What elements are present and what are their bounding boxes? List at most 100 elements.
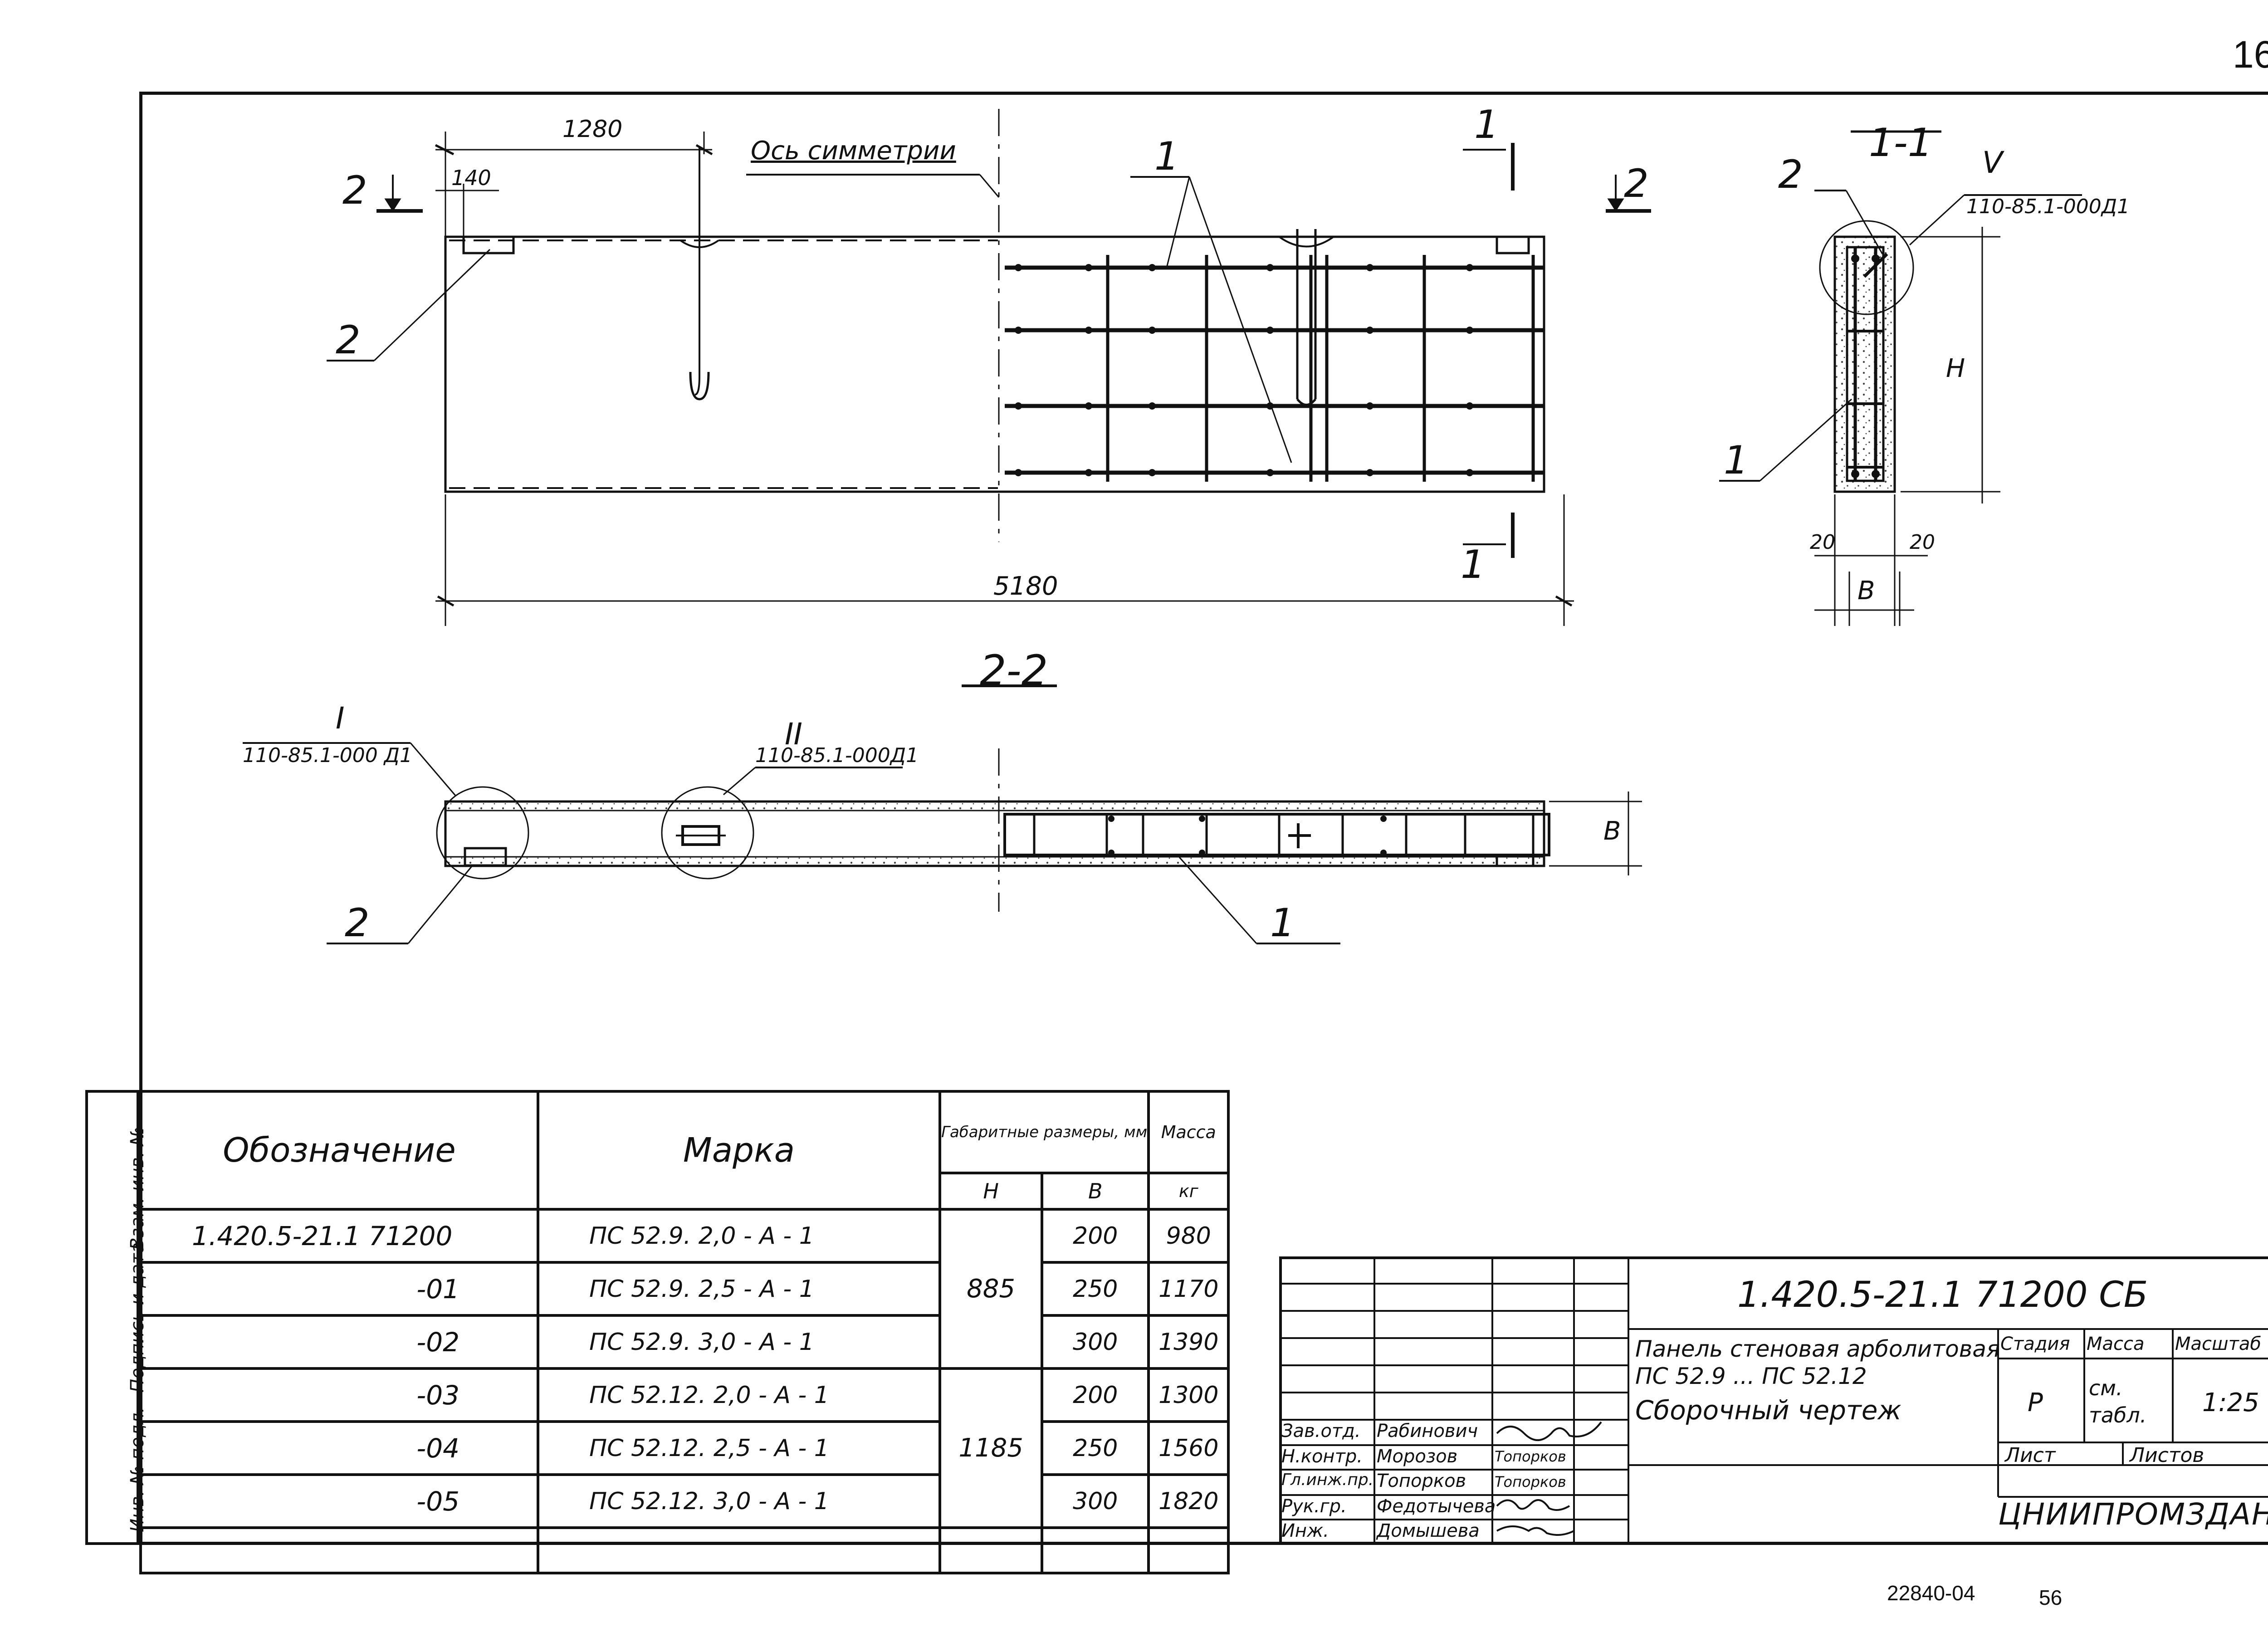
signature: Топорков	[1495, 1448, 1566, 1465]
section-2-mark-left: 2	[342, 168, 367, 213]
section-1-1-pos-2: 2	[1778, 152, 1803, 197]
table-row-empty	[139, 1526, 1230, 1574]
node-V-label: V	[1982, 145, 2003, 180]
section-1-mark-bottom: 1	[1461, 542, 1486, 587]
row-mass: 1390	[1147, 1314, 1230, 1370]
dim-B-label: В	[1857, 576, 1875, 606]
header-mass: Масса	[1147, 1090, 1230, 1174]
footer-code: 22840-04	[1887, 1581, 1975, 1605]
position-1-label: 1	[1154, 134, 1179, 179]
row-mark: ПС 52.12. 3,0 - А - 1	[537, 1473, 941, 1529]
dim-H-label: Н	[1946, 354, 1965, 383]
row-designation: -05	[139, 1473, 539, 1529]
signature: Топорков	[1495, 1473, 1566, 1491]
signature-fedotycheva	[1496, 1499, 1570, 1511]
scale-value: 1:25	[2202, 1388, 2259, 1417]
row-mark: ПС 52.9. 3,0 - А - 1	[537, 1314, 941, 1370]
person-name: Федотычева	[1377, 1496, 1496, 1517]
role: Рук.гр.	[1281, 1496, 1347, 1517]
signature-domysheva	[1496, 1525, 1574, 1536]
row-B: 250	[1041, 1420, 1150, 1476]
sheet-label: Лист	[2005, 1444, 2056, 1467]
row-H-1185: 1185	[938, 1367, 1044, 1529]
sheets-label: Листов	[2130, 1444, 2204, 1467]
dim-20-right: 20	[1910, 531, 1935, 554]
row-mark: ПС 52.12. 2,5 - А - 1	[537, 1420, 941, 1476]
panel-outline	[444, 235, 1545, 493]
table-row: -01 ПС 52.9. 2,5 - А - 1 250 1170	[139, 1261, 1230, 1317]
node-I-label: I	[336, 701, 345, 736]
node-V-ref: 110-85.1-000Д1	[1966, 195, 2130, 218]
row-mark: ПС 52.9. 2,0 - А - 1	[537, 1208, 941, 1264]
row-mass: 1560	[1147, 1420, 1230, 1476]
title-line-1: Панель стеновая арболитовая	[1635, 1336, 2000, 1362]
title-line-2: ПС 52.9 ... ПС 52.12	[1635, 1363, 1867, 1389]
person-name: Морозов	[1377, 1446, 1458, 1467]
person-name: Топорков	[1377, 1471, 1466, 1491]
signature-rabinovich	[1496, 1421, 1602, 1441]
mass-value: см. табл.	[2089, 1376, 2147, 1427]
row-B: 300	[1041, 1314, 1150, 1370]
organization: ЦНИИПРОМЗДАНИЙ	[1998, 1497, 2268, 1532]
row-B: 250	[1041, 1261, 1150, 1317]
dim-5180-label: 5180	[993, 572, 1058, 601]
section-1-1-pos-1: 1	[1724, 438, 1749, 483]
header-mark: Марка	[537, 1090, 941, 1211]
row-mark: ПС 52.12. 2,0 - А - 1	[537, 1367, 941, 1423]
section-2-2-title: 2-2	[980, 646, 1048, 695]
title-block	[1279, 1256, 2268, 1545]
row-mark: ПС 52.9. 2,5 - А - 1	[537, 1261, 941, 1317]
header-B: В	[1041, 1172, 1150, 1211]
mass-label: Масса	[2087, 1334, 2145, 1354]
section-2-2-pos-1: 1	[1270, 900, 1295, 946]
role: Н.контр.	[1281, 1446, 1363, 1467]
table-row: -02 ПС 52.9. 3,0 - А - 1 300 1390	[139, 1314, 1230, 1370]
specification-table: Обозначение Марка Габаритные размеры, мм…	[139, 1090, 1230, 1574]
row-B: 300	[1041, 1473, 1150, 1529]
row-designation: 1.420.5-21.1 71200	[139, 1208, 539, 1264]
node-I-ref: 110-85.1-000 Д1	[243, 744, 413, 767]
header-mass-unit: кг	[1147, 1172, 1230, 1211]
row-B: 200	[1041, 1367, 1150, 1423]
section-1-1-title: 1-1	[1869, 120, 1933, 166]
title-line-3: Сборочный чертеж	[1635, 1395, 1901, 1426]
page-number: 160	[2233, 33, 2268, 76]
side-stamp	[85, 1090, 139, 1545]
dim-1280-label: 1280	[562, 116, 623, 143]
dim-20-left: 20	[1810, 531, 1835, 554]
section-2-2-dim-B: В	[1603, 816, 1621, 846]
row-H-885: 885	[938, 1208, 1044, 1370]
position-2-label: 2	[336, 318, 361, 363]
stage-value: Р	[2028, 1388, 2043, 1417]
scale-label: Масштаб	[2175, 1334, 2262, 1354]
row-designation: -04	[139, 1420, 539, 1476]
row-mass: 1170	[1147, 1261, 1230, 1317]
node-II-label: II	[785, 717, 802, 752]
table-row: -03 ПС 52.12. 2,0 - А - 1 1185 200 1300	[139, 1367, 1230, 1529]
row-designation: -01	[139, 1261, 539, 1317]
role: Зав.отд.	[1281, 1421, 1361, 1442]
header-H: Н	[938, 1172, 1044, 1211]
person-name: Рабинович	[1377, 1421, 1478, 1442]
section-1-mark-top: 1	[1474, 102, 1499, 147]
row-designation: -02	[139, 1314, 539, 1370]
role: Инж.	[1281, 1520, 1329, 1541]
node-II-ref: 110-85.1-000Д1	[755, 744, 919, 767]
dim-140-label: 140	[451, 166, 491, 190]
row-B: 200	[1041, 1208, 1150, 1264]
table-row: 1.420.5-21.1 71200 ПС 52.9. 2,0 - А - 1 …	[139, 1208, 1230, 1370]
row-designation: -03	[139, 1367, 539, 1423]
header-overall-dims: Габаритные размеры, мм	[938, 1090, 1150, 1174]
person-name: Домышева	[1377, 1520, 1480, 1541]
table-row: -05 ПС 52.12. 3,0 - А - 1 300 1820	[139, 1473, 1230, 1529]
row-mass: 1820	[1147, 1473, 1230, 1529]
footer-page: 56	[2039, 1586, 2063, 1609]
stage-label: Стадия	[2000, 1334, 2070, 1354]
document-code: 1.420.5-21.1 71200 СБ	[1737, 1275, 2148, 1315]
row-mass: 1300	[1147, 1367, 1230, 1423]
table-row: -04 ПС 52.12. 2,5 - А - 1 250 1560	[139, 1420, 1230, 1476]
axis-of-symmetry-label: Ось симметрии	[751, 136, 956, 166]
